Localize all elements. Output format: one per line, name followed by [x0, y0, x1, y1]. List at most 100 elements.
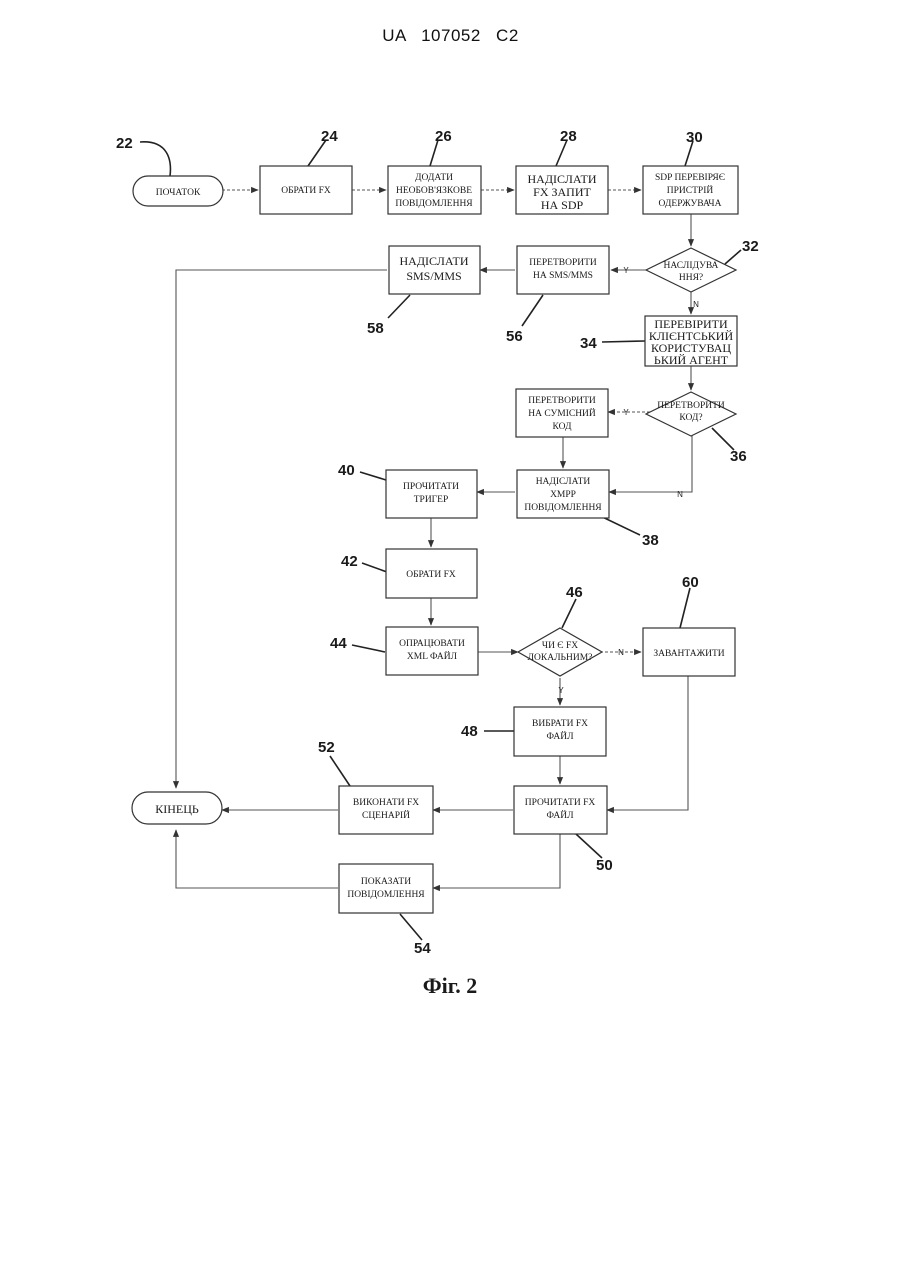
svg-text:КОД?: КОД? — [679, 413, 702, 423]
node-select-fx: ОБРАТИ FX — [260, 166, 352, 214]
svg-text:SDP ПЕРЕВІРЯЄ: SDP ПЕРЕВІРЯЄ — [655, 173, 725, 183]
svg-text:ПРИСТРІЙ: ПРИСТРІЙ — [667, 184, 714, 196]
node-show-message: ПОКАЗАТИ ПОВІДОМЛЕННЯ — [339, 864, 433, 913]
ref-28: 28 — [560, 128, 577, 145]
edge-show-end — [176, 830, 338, 888]
svg-text:ЧИ Є FX: ЧИ Є FX — [542, 641, 578, 651]
svg-text:НАДІСЛАТИ: НАДІСЛАТИ — [536, 477, 591, 487]
svg-text:КІНЕЦЬ: КІНЕЦЬ — [155, 802, 199, 816]
ref-56: 56 — [506, 328, 523, 345]
label-no-convertcode: N — [677, 490, 683, 499]
ref-30: 30 — [686, 129, 703, 146]
node-send-request: НАДІСЛАТИ FX ЗАПИТ НА SDP — [516, 166, 608, 214]
node-to-compatible: ПЕРЕТВОРИТИ НА СУМІСНИЙ КОД — [516, 389, 608, 437]
node-process-xml: ОПРАЦЮВАТИ XML ФАЙЛ — [386, 627, 478, 675]
svg-text:ОБРАТИ FX: ОБРАТИ FX — [406, 570, 456, 580]
svg-text:ПОВІДОМЛЕННЯ: ПОВІДОМЛЕННЯ — [347, 890, 425, 900]
ref-46: 46 — [566, 584, 583, 601]
svg-text:ПОВІДОМЛЕННЯ: ПОВІДОМЛЕННЯ — [524, 503, 602, 513]
svg-text:ФАЙЛ: ФАЙЛ — [546, 809, 574, 821]
label-yes-local: Y — [558, 686, 564, 695]
node-convert-sms: ПЕРЕТВОРИТИ НА SMS/MMS — [517, 246, 609, 294]
svg-text:ПРОЧИТАТИ: ПРОЧИТАТИ — [403, 482, 459, 492]
svg-text:ОДЕРЖУВАЧА: ОДЕРЖУВАЧА — [659, 199, 722, 209]
node-select-fx-2: ОБРАТИ FX — [386, 549, 477, 598]
edge-sendsms-end — [176, 270, 387, 788]
svg-text:ПРОЧИТАТИ FX: ПРОЧИТАТИ FX — [525, 798, 596, 808]
node-end: КІНЕЦЬ — [132, 792, 222, 824]
svg-text:ЛОКАЛЬНИМ?: ЛОКАЛЬНИМ? — [528, 653, 593, 663]
ref-44: 44 — [330, 635, 347, 652]
svg-text:ПОКАЗАТИ: ПОКАЗАТИ — [361, 877, 411, 887]
ref-54: 54 — [414, 940, 431, 957]
node-read-trigger: ПРОЧИТАТИ ТРИГЕР — [386, 470, 477, 518]
node-sdp-check: SDP ПЕРЕВІРЯЄ ПРИСТРІЙ ОДЕРЖУВАЧА — [643, 166, 738, 214]
svg-text:ОПРАЦЮВАТИ: ОПРАЦЮВАТИ — [399, 639, 465, 649]
edge-read-show — [433, 834, 560, 888]
figure-caption: Фіг. 2 — [423, 973, 478, 998]
connectors — [176, 190, 692, 888]
node-fx-local-decision: ЧИ Є FX ЛОКАЛЬНИМ? — [518, 628, 602, 676]
node-send-sms: НАДІСЛАТИ SMS/MMS — [389, 246, 480, 294]
edge-convertcode-xmpp — [609, 436, 692, 492]
ref-24: 24 — [321, 128, 338, 145]
ref-38: 38 — [642, 532, 659, 549]
node-label: ПОЧАТОК — [156, 188, 201, 198]
ref-48: 48 — [461, 723, 478, 740]
ref-42: 42 — [341, 553, 358, 570]
svg-text:НА SMS/MMS: НА SMS/MMS — [533, 271, 593, 281]
svg-text:НАДІСЛАТИ: НАДІСЛАТИ — [400, 254, 469, 268]
svg-text:XML ФАЙЛ: XML ФАЙЛ — [407, 650, 458, 662]
svg-text:FX ЗАПИТ: FX ЗАПИТ — [533, 185, 591, 199]
svg-text:ЗАВАНТАЖИТИ: ЗАВАНТАЖИТИ — [653, 649, 724, 659]
ref-36: 36 — [730, 448, 747, 465]
svg-text:СЦЕНАРІЙ: СЦЕНАРІЙ — [362, 809, 410, 821]
svg-text:ПОВІДОМЛЕННЯ: ПОВІДОМЛЕННЯ — [395, 199, 473, 209]
svg-text:ПЕРЕТВОРИТИ: ПЕРЕТВОРИТИ — [657, 401, 725, 411]
node-check-agent: ПЕРЕВІРИТИ КЛІЄНТСЬКИЙ КОРИСТУВАЦ ЬКИЙ А… — [645, 316, 737, 367]
ref-22: 22 — [116, 135, 133, 152]
svg-text:ТРИГЕР: ТРИГЕР — [414, 495, 449, 505]
node-read-file: ПРОЧИТАТИ FX ФАЙЛ — [514, 786, 607, 834]
node-choose-file: ВИБРАТИ FX ФАЙЛ — [514, 707, 606, 756]
svg-text:ФАЙЛ: ФАЙЛ — [546, 730, 574, 742]
node-run-script: ВИКОНАТИ FX СЦЕНАРІЙ — [339, 786, 433, 834]
ref-60: 60 — [682, 574, 699, 591]
ref-32: 32 — [742, 238, 759, 255]
label-no-local: N — [618, 648, 624, 657]
svg-text:НА SDP: НА SDP — [541, 198, 584, 212]
ref-40: 40 — [338, 462, 355, 479]
node-emulation-decision: НАСЛІДУВА ННЯ? — [646, 248, 736, 292]
svg-text:ЬКИЙ АГЕНТ: ЬКИЙ АГЕНТ — [654, 353, 729, 367]
ref-50: 50 — [596, 857, 613, 874]
node-send-xmpp: НАДІСЛАТИ XMPP ПОВІДОМЛЕННЯ — [517, 470, 609, 518]
svg-text:SMS/MMS: SMS/MMS — [406, 269, 461, 283]
svg-text:НЕОБОВ'ЯЗКОВЕ: НЕОБОВ'ЯЗКОВЕ — [396, 186, 472, 196]
svg-text:XMPP: XMPP — [550, 490, 576, 500]
svg-text:ННЯ?: ННЯ? — [679, 273, 703, 283]
svg-text:ОБРАТИ FX: ОБРАТИ FX — [281, 186, 331, 196]
edge-download-read — [607, 676, 688, 810]
svg-text:НАСЛІДУВА: НАСЛІДУВА — [664, 261, 719, 271]
node-download: ЗАВАНТАЖИТИ — [643, 628, 735, 676]
ref-52: 52 — [318, 739, 335, 756]
label-no-emulation: N — [693, 300, 699, 309]
patent-header: UA 107052 C2 — [0, 26, 901, 46]
svg-text:НАДІСЛАТИ: НАДІСЛАТИ — [528, 172, 597, 186]
node-add-message: ДОДАТИ НЕОБОВ'ЯЗКОВЕ ПОВІДОМЛЕННЯ — [388, 166, 481, 214]
label-yes-emulation: Y — [623, 266, 629, 275]
ref-58: 58 — [367, 320, 384, 337]
svg-text:ПЕРЕТВОРИТИ: ПЕРЕТВОРИТИ — [529, 258, 597, 268]
label-yes-convertcode: Y — [623, 408, 629, 417]
svg-text:ВИКОНАТИ FX: ВИКОНАТИ FX — [353, 798, 419, 808]
svg-text:НА СУМІСНИЙ: НА СУМІСНИЙ — [528, 407, 596, 419]
ref-34: 34 — [580, 335, 597, 352]
svg-text:КОД: КОД — [553, 422, 572, 432]
node-start: ПОЧАТОК — [133, 176, 223, 206]
svg-text:ДОДАТИ: ДОДАТИ — [415, 173, 453, 183]
svg-text:ПЕРЕТВОРИТИ: ПЕРЕТВОРИТИ — [528, 396, 596, 406]
svg-text:ВИБРАТИ FX: ВИБРАТИ FX — [532, 719, 588, 729]
node-convert-code-decision: ПЕРЕТВОРИТИ КОД? — [646, 392, 736, 436]
